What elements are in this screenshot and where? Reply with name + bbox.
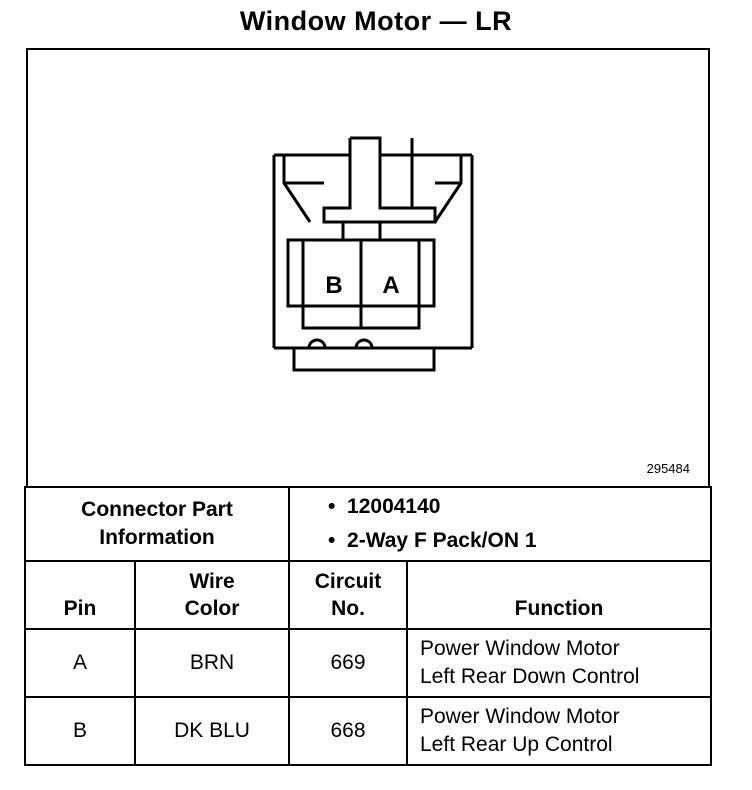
header-wire-color-line2: Color bbox=[184, 597, 240, 620]
table-row: B DK BLU 668 Power Window Motor Left Rea… bbox=[24, 696, 712, 766]
part-number-item: • 12004140 bbox=[328, 490, 710, 524]
function-cell: Power Window Motor Left Rear Down Contro… bbox=[406, 628, 712, 698]
part-info-label-line2: Information bbox=[99, 526, 215, 549]
cavity-label-b: B bbox=[325, 272, 342, 299]
part-info-values: • 12004140 • 2-Way F Pack/ON 1 bbox=[288, 486, 712, 562]
part-info-label-line1: Connector Part bbox=[81, 498, 233, 521]
pin-cell: B bbox=[24, 696, 136, 766]
header-wire-color-label: Wire Color bbox=[136, 568, 288, 628]
function-line1: Power Window Motor bbox=[420, 705, 620, 728]
part-info-label: Connector Part Information bbox=[24, 486, 290, 562]
bullet-icon: • bbox=[328, 495, 336, 518]
header-circuit-line2: No. bbox=[331, 597, 365, 620]
function-line2: Left Rear Up Control bbox=[420, 733, 613, 756]
header-pin-label: Pin bbox=[63, 597, 97, 620]
pin-cell: A bbox=[24, 628, 136, 698]
header-function: Function bbox=[406, 560, 712, 630]
part-number: 12004140 bbox=[347, 495, 441, 518]
header-wire-color-line1: Wire bbox=[189, 570, 235, 593]
header-function-label: Function bbox=[514, 597, 604, 620]
part-description: 2-Way F Pack/ON 1 bbox=[347, 529, 537, 552]
part-info-row: Connector Part Information • 12004140 • … bbox=[24, 486, 712, 562]
figure-id: 295484 bbox=[646, 461, 690, 476]
wire-color-cell: DK BLU bbox=[134, 696, 290, 766]
connector-figure: B A 295484 bbox=[26, 48, 710, 488]
header-circuit: Circuit No. bbox=[288, 560, 408, 630]
part-description-item: • 2-Way F Pack/ON 1 bbox=[328, 524, 710, 558]
header-circuit-line1: Circuit bbox=[314, 570, 382, 593]
connector-face-drawing: B A bbox=[272, 136, 474, 372]
wire-color-cell: BRN bbox=[134, 628, 290, 698]
function-line1: Power Window Motor bbox=[420, 637, 620, 660]
function-line2: Left Rear Down Control bbox=[420, 665, 640, 688]
bullet-icon: • bbox=[328, 529, 336, 552]
table-row: A BRN 669 Power Window Motor Left Rear D… bbox=[24, 628, 712, 698]
header-pin: Pin bbox=[24, 560, 136, 630]
header-wire-color: Wire Color bbox=[134, 560, 290, 630]
connector-table: Connector Part Information • 12004140 • … bbox=[24, 486, 712, 766]
table-header-row: Pin Wire Color Circuit No. Function bbox=[24, 560, 712, 630]
circuit-cell: 668 bbox=[288, 696, 408, 766]
function-cell: Power Window Motor Left Rear Up Control bbox=[406, 696, 712, 766]
cavity-label-a: A bbox=[382, 272, 399, 299]
circuit-cell: 669 bbox=[288, 628, 408, 698]
header-circuit-label: Circuit No. bbox=[290, 568, 406, 628]
page-title: Window Motor — LR bbox=[239, 6, 513, 36]
